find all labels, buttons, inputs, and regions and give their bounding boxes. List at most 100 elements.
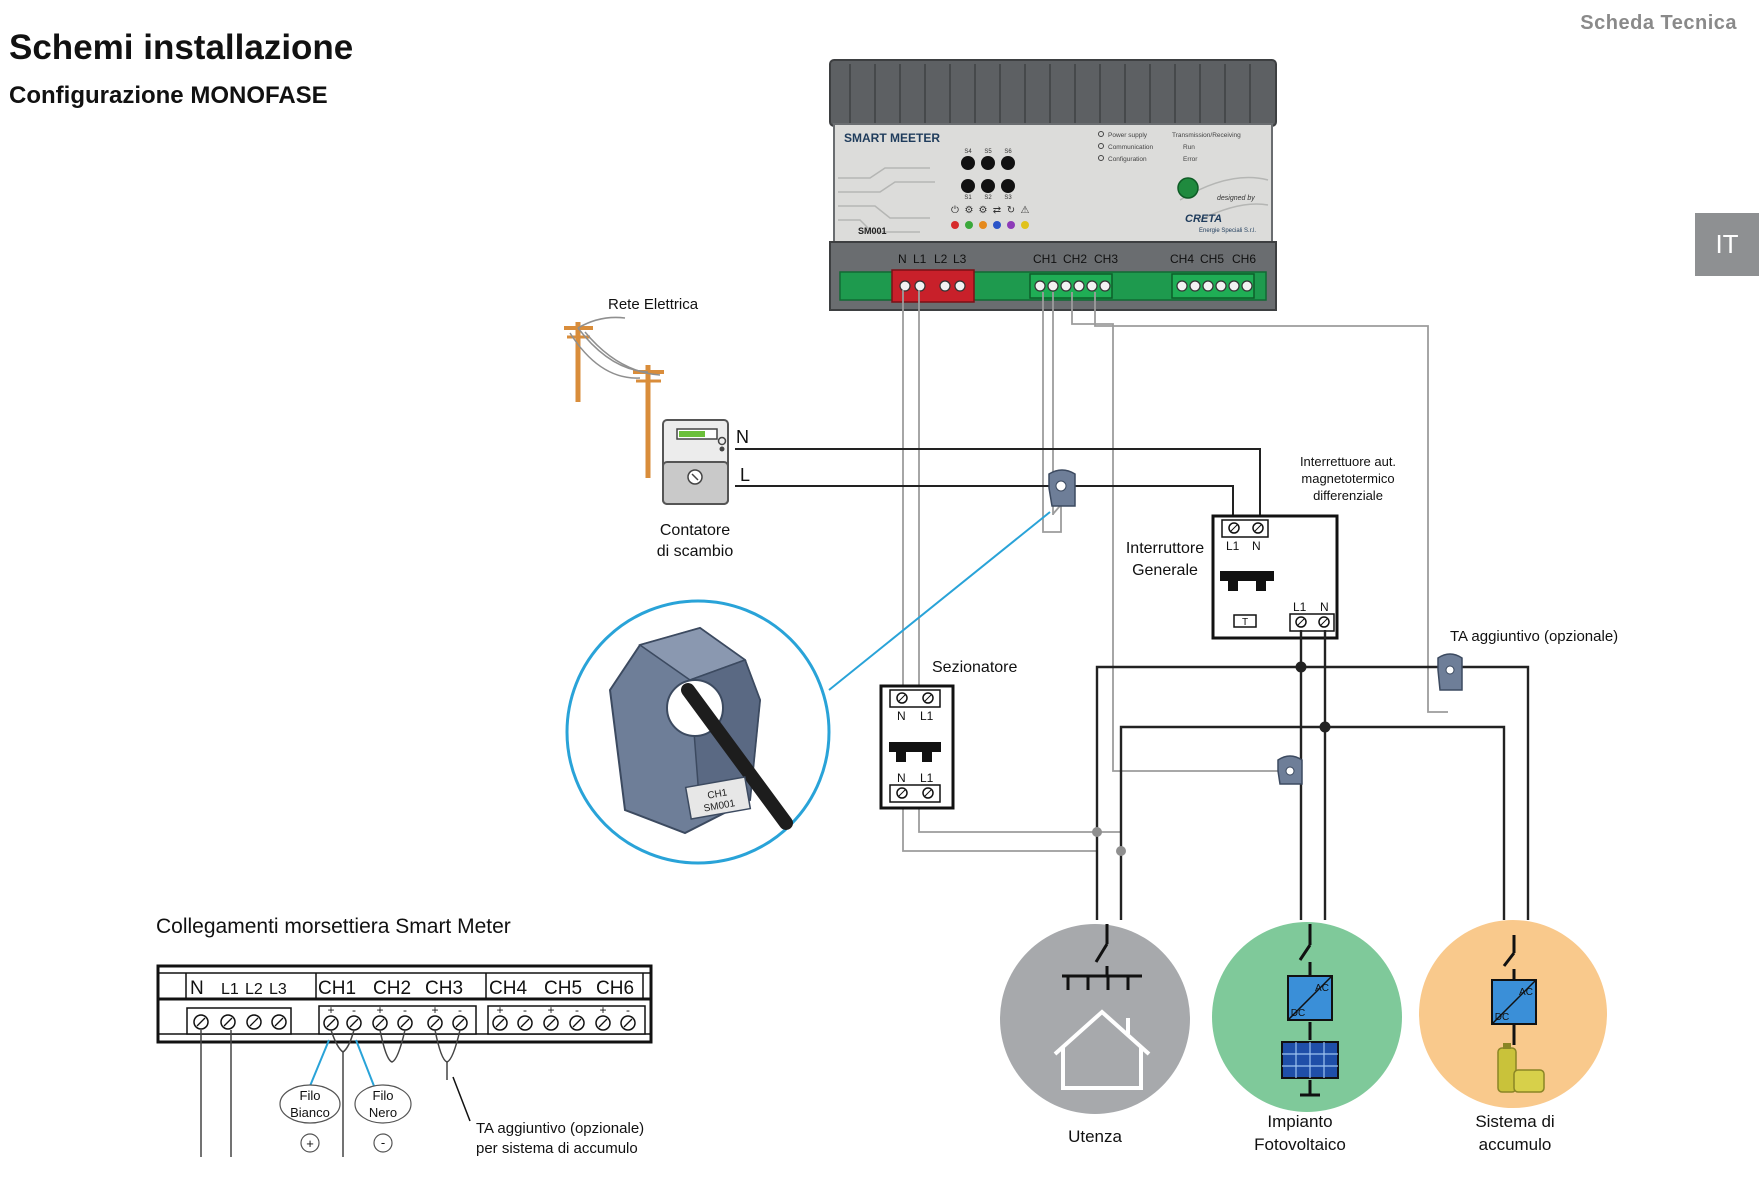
svg-text:-: -	[575, 1003, 579, 1017]
ct-clamp-optional	[1437, 653, 1463, 691]
led-label-s2: S2	[984, 195, 992, 201]
terminal-block-polarity: +- +- +- +- +- +-	[327, 1003, 630, 1017]
svg-text:CH6: CH6	[596, 978, 634, 999]
ct-clamp-ch1	[1048, 469, 1076, 507]
load-storage: AC DC	[1419, 920, 1607, 1108]
status-led-green	[965, 221, 973, 229]
distribution-wires	[1095, 630, 1530, 920]
rcbo-label-line1: Interrettuore aut.	[1300, 454, 1396, 469]
terminal-block-wires	[200, 1029, 461, 1157]
power-indicator-button	[1177, 177, 1199, 199]
ct-tag-line2: SM001	[703, 798, 737, 814]
svg-text:Communication: Communication	[1108, 144, 1154, 151]
svg-text:⚠: ⚠	[1021, 205, 1030, 216]
grid-label: Rete Elettrica	[608, 296, 699, 313]
n-line-label: N	[736, 427, 749, 447]
ch1-3-terminal-screws	[1034, 280, 1111, 292]
white-wire-bubble	[279, 1084, 341, 1124]
utility-poles	[564, 316, 664, 478]
svg-text:+: +	[496, 1003, 503, 1017]
svg-text:+: +	[599, 1003, 606, 1017]
led-label-s3: S3	[1004, 195, 1012, 201]
page-subtitle: Configurazione MONOFASE	[9, 82, 328, 109]
breaker-bottom-l1: L1	[1293, 600, 1307, 614]
svg-text:+: +	[327, 1003, 334, 1017]
svg-text:L1: L1	[221, 981, 239, 998]
maker-logo: CRETA	[1185, 213, 1222, 225]
svg-text:Transmission/Receiving: Transmission/Receiving	[1172, 132, 1241, 139]
svg-text:CH1: CH1	[318, 978, 356, 999]
status-led-purple	[1007, 221, 1015, 229]
ct-tag-line1: CH1	[707, 787, 729, 801]
meter-label-line2: di scambio	[657, 543, 734, 560]
isolator-bottom-l1: L1	[920, 771, 934, 785]
status-led-yellow	[1021, 221, 1029, 229]
svg-text:-: -	[403, 1003, 407, 1017]
svg-text:+: +	[547, 1003, 554, 1017]
svg-text:-: -	[626, 1003, 630, 1017]
page-title: Schemi installazione	[9, 28, 354, 67]
svg-text:⚙: ⚙	[965, 205, 974, 216]
svg-text:N: N	[898, 252, 907, 266]
minus-symbol: -	[381, 1135, 385, 1150]
svg-text:⇄: ⇄	[993, 205, 1001, 216]
meter-label-line1: Contatore	[660, 522, 730, 539]
breaker-test-label: T	[1242, 617, 1248, 628]
battery-icon	[1497, 1043, 1545, 1093]
ct-zoom-callout: CH1 SM001	[565, 599, 831, 865]
status-led-red	[951, 221, 959, 229]
black-wire-label-line1: Filo	[373, 1088, 394, 1103]
rcbo-label-line2: magnetotermico	[1301, 471, 1394, 486]
status-led-orange	[979, 221, 987, 229]
language-tab[interactable]: IT	[1695, 213, 1759, 276]
plus-symbol: +	[306, 1136, 314, 1151]
svg-text:CH3: CH3	[1094, 252, 1118, 266]
power-terminal-screws	[899, 280, 966, 292]
load-pv-label-line1: Impianto	[1267, 1112, 1332, 1131]
status-led-blue	[993, 221, 1001, 229]
smart-meter-model: SM001	[858, 226, 887, 236]
terminal-block-detail: N L1 L2 L3 CH1 CH2 CH3 CH4 CH5 CH6	[156, 964, 653, 1157]
led-s2	[981, 179, 995, 193]
ct-callout-line	[828, 511, 1051, 691]
svg-text:CH2: CH2	[1063, 252, 1087, 266]
status-legend: Power supply Communication Configuration…	[1098, 131, 1241, 163]
terminal-block-callout-arrows	[309, 1039, 375, 1087]
svg-text:-: -	[458, 1003, 462, 1017]
led-s4	[961, 156, 975, 170]
isolator-top-l1: L1	[920, 709, 934, 723]
extra-ct-label: TA aggiuntivo (opzionale)	[1450, 628, 1618, 645]
terminal-block-screw-slots	[196, 1017, 633, 1028]
mains-wires	[735, 448, 1261, 520]
extra-ct-note-line1: TA aggiuntivo (opzionale)	[476, 1120, 644, 1137]
svg-text:CH6: CH6	[1232, 252, 1256, 266]
black-wire-bubble	[354, 1084, 412, 1124]
designed-by-label: designed by	[1217, 195, 1255, 202]
svg-text:CH2: CH2	[373, 978, 411, 999]
main-switch-label-line1: Interruttore	[1126, 540, 1204, 557]
load-pv-label-line2: Fotovoltaico	[1254, 1135, 1346, 1154]
load-pv: AC DC	[1212, 922, 1402, 1112]
solar-panel-icon	[1281, 1041, 1339, 1079]
terminal-block-header-labels: N L1 L2 L3 CH1 CH2 CH3 CH4 CH5 CH6	[190, 978, 634, 999]
isolator-switch: N L1 N L1	[879, 684, 955, 810]
isolator-top-n: N	[897, 709, 906, 723]
smart-meter-terminal-labels: N L1 L2 L3 CH1 CH2 CH3 CH4 CH5 CH6	[898, 252, 1256, 266]
svg-text:+: +	[431, 1003, 438, 1017]
minus-marker	[373, 1133, 393, 1153]
load-utenza-label: Utenza	[1068, 1127, 1122, 1146]
isolator-bottom-n: N	[897, 771, 906, 785]
svg-text:L2: L2	[245, 981, 263, 998]
led-s3	[1001, 179, 1015, 193]
load-utenza	[1000, 924, 1190, 1114]
led-label-s5: S5	[984, 149, 992, 155]
load-storage-label-line1: Sistema di	[1475, 1112, 1554, 1131]
led-label-s4: S4	[964, 149, 972, 155]
main-breaker: L1 N T L1 N	[1211, 514, 1339, 640]
svg-text:↻: ↻	[1007, 205, 1015, 216]
svg-text:Configuration: Configuration	[1108, 156, 1147, 163]
svg-text:Error: Error	[1183, 156, 1198, 163]
main-switch-label-line2: Generale	[1132, 562, 1198, 579]
breaker-bottom-n: N	[1320, 600, 1329, 614]
